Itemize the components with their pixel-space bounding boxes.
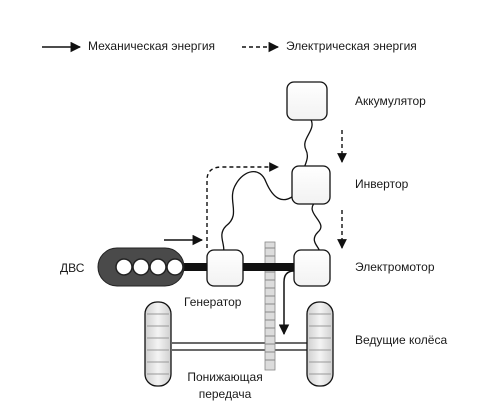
cable-inverter-motor	[311, 199, 322, 257]
reduction-gear-label-line1: Понижающая	[187, 370, 263, 384]
motor-label: Электромотор	[355, 260, 435, 274]
left-wheel-graphic	[144, 301, 172, 387]
wheels-label: Ведущие колёса	[355, 333, 448, 347]
mechanical-output-arrow	[278, 270, 295, 336]
inverter-label: Инвертор	[355, 177, 409, 191]
reduction-gear-label-line2: передача	[198, 387, 252, 401]
generator-graphic	[206, 249, 244, 287]
engine-label: ДВС	[60, 261, 85, 275]
electrical-flow-arrow-generator-to-inverter	[206, 162, 279, 248]
battery-graphic	[286, 81, 328, 121]
cable-inverter-generator	[221, 171, 299, 257]
reduction-gear-graphic	[264, 241, 276, 371]
battery-label: Аккумулятор	[355, 94, 426, 108]
legend-electrical-label: Электрическая энергия	[286, 39, 417, 53]
legend-mechanical-label: Механическая энергия	[88, 39, 216, 53]
generator-label: Генератор	[184, 295, 242, 309]
engine-graphic	[97, 247, 185, 287]
right-wheel-graphic	[306, 301, 334, 387]
motor-graphic	[293, 249, 331, 287]
inverter-graphic	[291, 165, 331, 205]
